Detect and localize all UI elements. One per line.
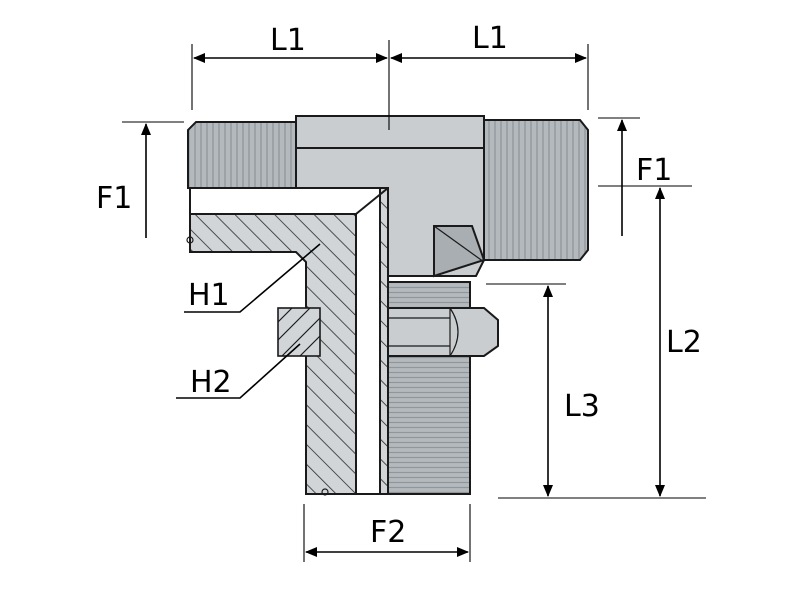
right-thread-end <box>483 119 589 261</box>
h1-leader <box>184 243 321 313</box>
body-top-flat <box>295 115 485 149</box>
label-f1-right: F1 <box>636 153 672 188</box>
label-f1-left: F1 <box>96 181 132 216</box>
seal-ring-bottom <box>321 488 329 496</box>
dimension-labels: L1 L1 F1 F1 H1 H2 L2 L3 F2 <box>96 21 702 550</box>
label-l2: L2 <box>666 325 702 360</box>
label-h2: H2 <box>190 365 232 400</box>
section-hatch <box>189 187 389 495</box>
lock-nut <box>385 307 499 357</box>
label-l1-left: L1 <box>270 23 306 58</box>
label-h1: H1 <box>188 278 230 313</box>
seal-ring-left <box>186 236 194 244</box>
label-l1-right: L1 <box>472 21 508 56</box>
nut-section <box>277 307 321 357</box>
label-l3: L3 <box>564 389 600 424</box>
body-chamfer <box>433 225 486 278</box>
fitting-body <box>186 115 589 496</box>
h2-leader <box>176 343 301 399</box>
dimension-lines <box>122 40 706 562</box>
label-f2: F2 <box>370 515 406 550</box>
left-thread-end <box>187 121 297 189</box>
